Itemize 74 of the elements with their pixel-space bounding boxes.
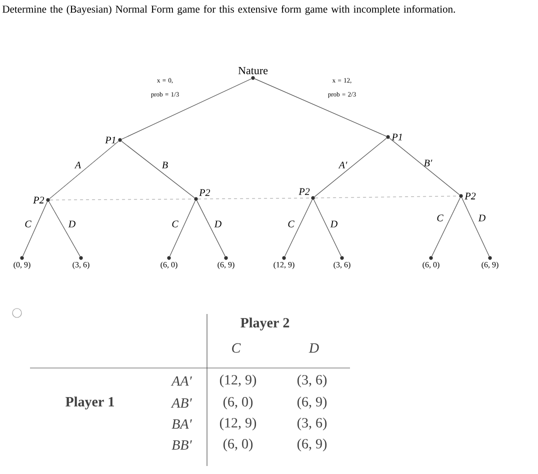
table-cell: (12, 9) xyxy=(220,374,256,388)
edge-label: A xyxy=(74,162,82,168)
table-cell: (6, 9) xyxy=(297,396,327,410)
payoff-node: (6, 0) xyxy=(422,256,440,269)
node-label: P2 xyxy=(199,189,210,196)
column-header: D xyxy=(308,343,319,353)
edge-label: C xyxy=(288,220,294,228)
node-label: (6, 0) xyxy=(422,262,440,270)
branch-line xyxy=(170,200,196,256)
edge-label: B xyxy=(162,162,168,168)
branch-line xyxy=(254,78,386,136)
player-label: Player 2 xyxy=(240,318,290,330)
player-label: Player 1 xyxy=(66,396,114,410)
payoff-node: (6, 0) xyxy=(160,256,178,269)
branch-line xyxy=(49,141,119,199)
branch-line xyxy=(314,138,387,198)
node-label: P2 xyxy=(298,188,310,195)
edge-label: C xyxy=(437,214,444,222)
edge-label: A′ xyxy=(338,162,348,168)
branch-line xyxy=(432,198,460,256)
decision-node: P2 xyxy=(298,188,315,200)
branch-line xyxy=(284,200,312,256)
edge-label: D xyxy=(68,220,76,228)
column-header: C xyxy=(232,343,241,353)
node-label: Nature xyxy=(238,66,268,74)
decision-node: P2 xyxy=(33,196,50,204)
question-text: Determine the (Bayesian) Normal Form game for this extensive form game with incomplete information. xyxy=(2,5,455,15)
payoff-node: (3, 6) xyxy=(72,256,90,269)
node-label: (0, 9) xyxy=(14,262,30,270)
branch-line xyxy=(389,138,460,196)
decision-node: P1 xyxy=(386,134,402,140)
decision-node: P2 xyxy=(459,192,476,200)
branch-line xyxy=(122,78,252,140)
payoff-node: (12, 9) xyxy=(274,256,294,269)
payoff-node: (6, 9) xyxy=(218,256,234,269)
decision-node: P1 xyxy=(105,136,122,144)
node-label: P2 xyxy=(464,192,476,200)
table-cell: (6, 0) xyxy=(223,438,253,452)
decision-node: P2 xyxy=(194,189,210,201)
edge-label: D xyxy=(214,220,222,228)
table-cell: (3, 6) xyxy=(297,418,327,430)
branch-line xyxy=(48,201,80,257)
edge-label: D xyxy=(478,214,486,222)
row-header: BA′ xyxy=(172,419,192,429)
edge-label: D xyxy=(330,220,338,228)
row-header: AA′ xyxy=(170,376,192,386)
node-label: (12, 9) xyxy=(274,262,294,270)
row-header: AB′ xyxy=(170,398,192,408)
edge-label: C xyxy=(172,220,178,228)
payoff-node: (6, 9) xyxy=(482,256,498,269)
payoff-node: (3, 6) xyxy=(334,256,350,269)
info-set-line xyxy=(198,198,312,200)
branch-line xyxy=(22,202,48,256)
branch-line xyxy=(196,200,226,256)
node-label: P2 xyxy=(33,196,44,204)
table-cell: (6, 0) xyxy=(223,396,253,410)
node-label: P1 xyxy=(392,134,402,140)
node-label: (6, 9) xyxy=(482,262,498,270)
node-label: (6, 9) xyxy=(218,262,234,270)
table-cell: (3, 6) xyxy=(297,374,327,388)
payoff-node: (0, 9) xyxy=(14,256,30,269)
node-label: P1 xyxy=(105,136,116,144)
row-header: BB′ xyxy=(172,440,192,450)
edge-label: C xyxy=(25,220,32,228)
branch-line xyxy=(121,140,195,198)
table-cell: (6, 9) xyxy=(297,438,327,452)
nature-node: Nature xyxy=(238,66,268,80)
table-cell: (12, 9) xyxy=(220,418,256,430)
node-label: (6, 0) xyxy=(160,262,178,270)
branch-line xyxy=(462,198,490,256)
edge-label: B′ xyxy=(424,160,432,166)
node-label: (3, 6) xyxy=(334,262,350,270)
branch-line xyxy=(314,200,342,256)
node-label: (3, 6) xyxy=(72,262,90,270)
